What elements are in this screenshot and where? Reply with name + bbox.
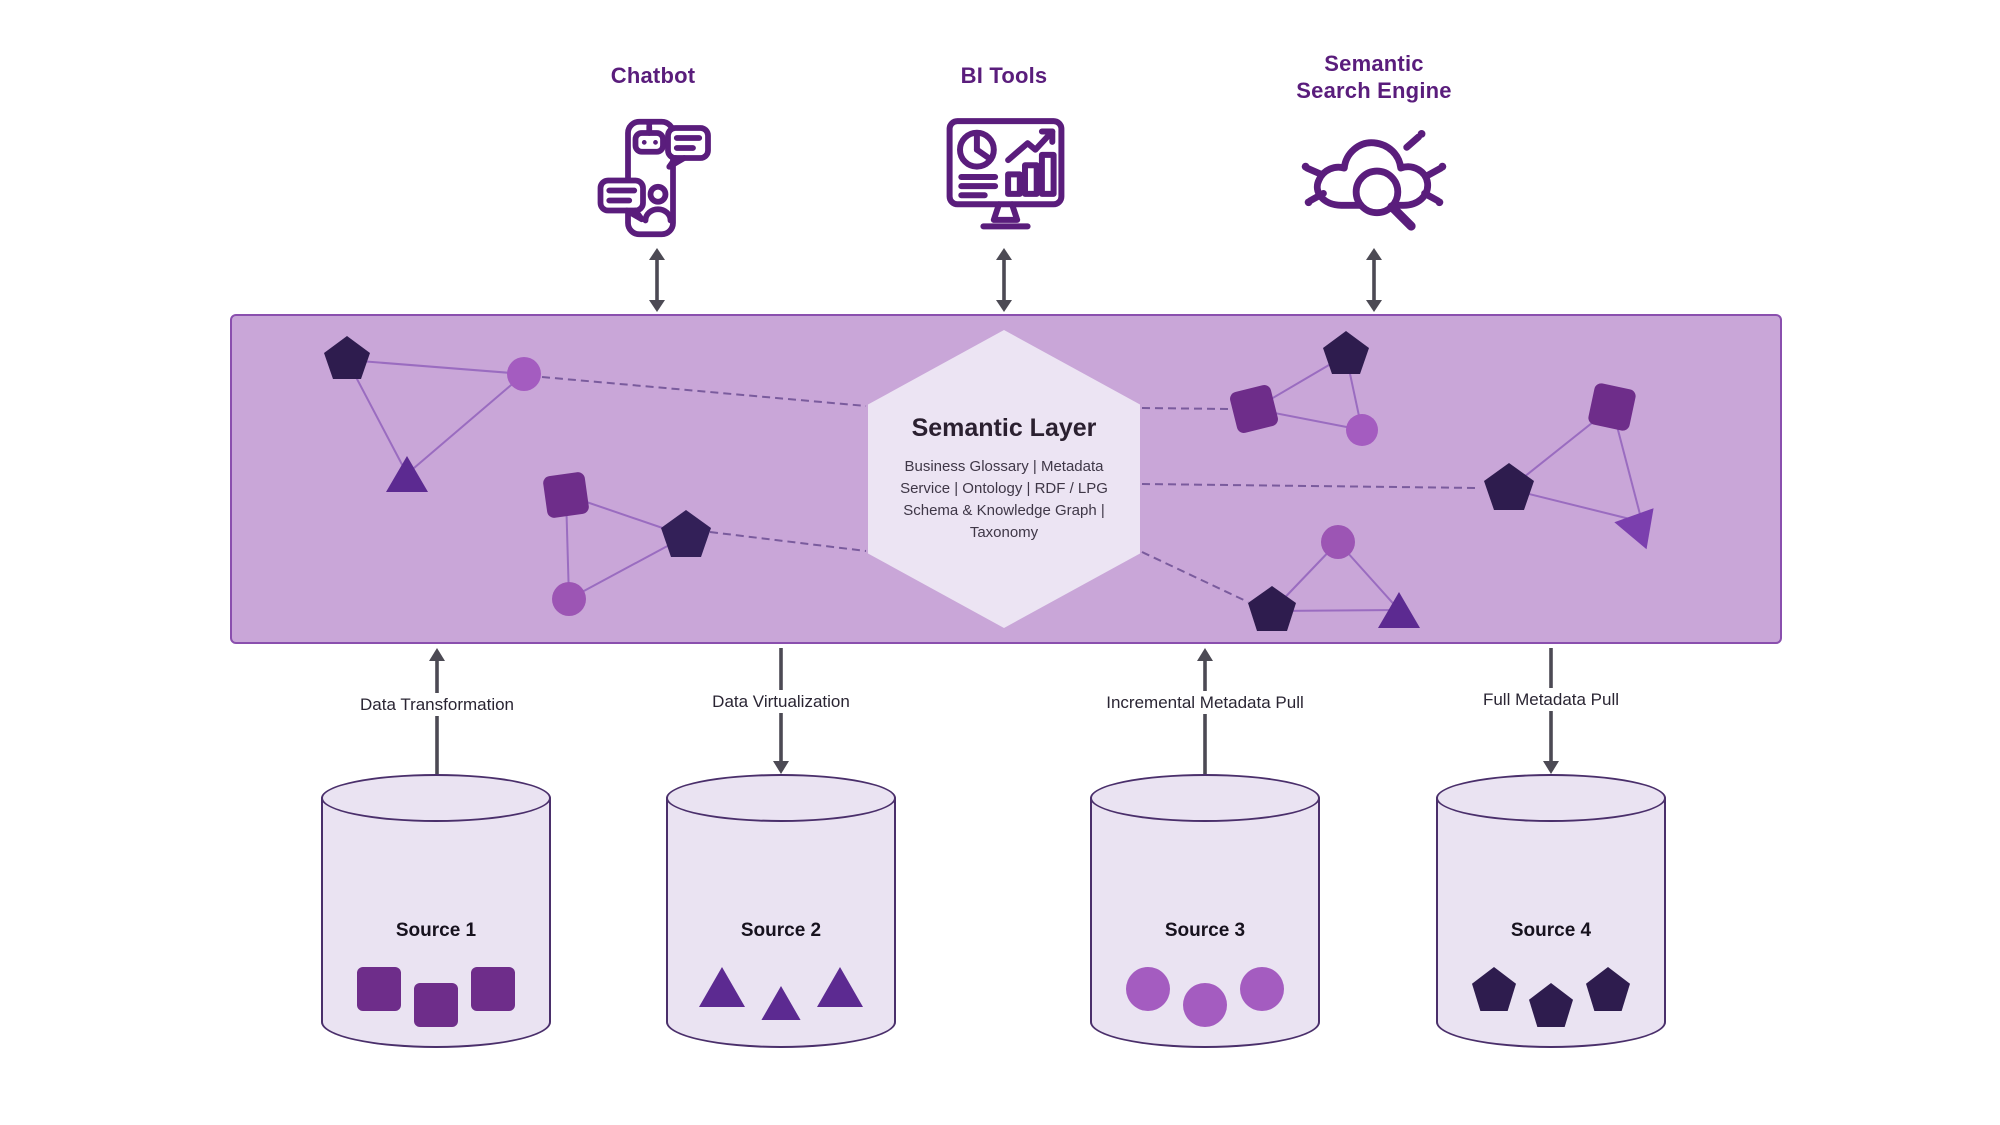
connection-label-incremental-metadata-pull: Incremental Metadata Pull [1098,691,1312,714]
bidirectional-arrow-bi-tools [996,248,1012,312]
triangle-shape [761,986,801,1020]
cylinder-top [666,774,896,822]
consumer-label-semantic-search: Semantic Search Engine [1296,51,1452,103]
arrow-up-data-transformation [429,648,445,774]
connection-label-data-virtualization: Data Virtualization [704,690,858,713]
cylinder-top [1090,774,1320,822]
circle-shape [1126,967,1170,1011]
consumer-label-chatbot: Chatbot [610,63,696,88]
square-shape [357,967,401,1011]
source-3-cylinder: Source 3 [1090,774,1320,1048]
arrow-down-full-metadata-pull [1543,648,1559,774]
pentagon-shape [1586,967,1630,1011]
knowledge-graph-art [324,331,1654,631]
chatbot-icon [597,118,711,238]
source-2-shapes [666,967,896,1020]
semantic-layer-title: Semantic Layer [911,414,1097,442]
pentagon-shape [1472,967,1516,1011]
triangle-shape [699,967,745,1007]
arrow-up-incremental-metadata-pull [1197,648,1213,774]
square-shape [471,967,515,1011]
circle-shape [1240,967,1284,1011]
bidirectional-arrow-chatbot [649,248,665,312]
circle-shape [1183,983,1227,1027]
connection-label-data-transformation: Data Transformation [351,693,523,716]
source-2-cylinder: Source 2 [666,774,896,1048]
semantic-search-engine-icon [1301,130,1447,231]
source-3-shapes [1090,967,1320,1027]
source-3-label: Source 3 [1164,920,1246,941]
cylinder-top [321,774,551,822]
connection-label-full-metadata-pull: Full Metadata Pull [1474,688,1628,711]
triangle-shape [817,967,863,1007]
source-1-cylinder: Source 1 [321,774,551,1048]
square-shape [414,983,458,1027]
source-4-shapes [1436,967,1666,1027]
bi-tools-icon [946,118,1065,230]
consumer-label-bi-tools: BI Tools [960,63,1048,88]
source-1-shapes [321,967,551,1027]
bidirectional-arrow-semantic-search [1366,248,1382,312]
source-4-label: Source 4 [1510,920,1592,941]
pentagon-shape [1529,983,1573,1027]
semantic-layer-description: Business Glossary | Metadata Service | O… [900,458,1108,541]
cylinder-top [1436,774,1666,822]
source-1-label: Source 1 [395,920,477,941]
source-2-label: Source 2 [740,920,822,941]
source-4-cylinder: Source 4 [1436,774,1666,1048]
